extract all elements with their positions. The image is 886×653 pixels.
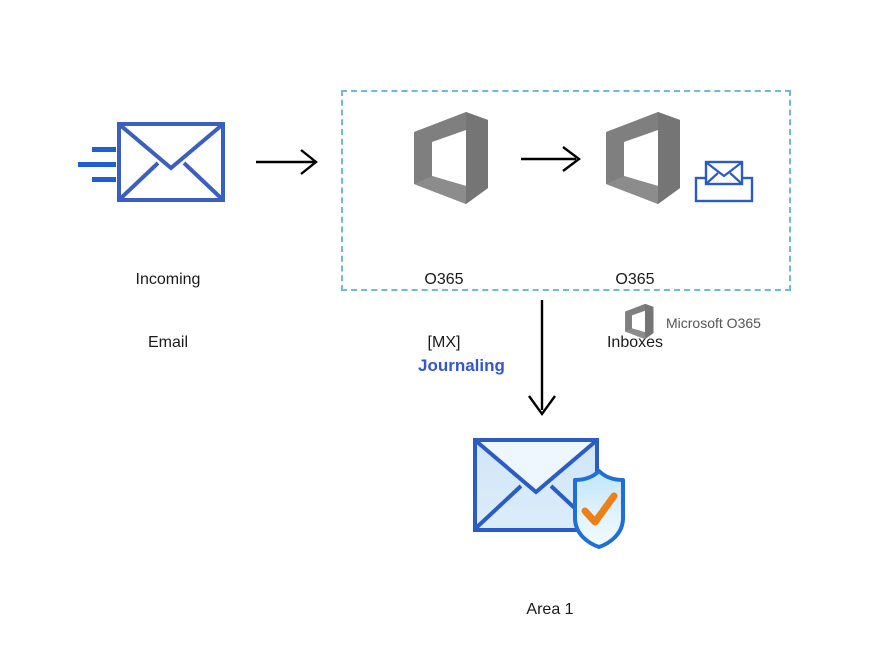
arrow-incoming-to-mx	[256, 145, 322, 179]
legend-office-365-icon	[622, 303, 655, 340]
envelope-icon	[117, 122, 225, 202]
microsoft-o365-zone	[341, 90, 791, 291]
area1-label: Area 1 email security	[460, 557, 640, 653]
incoming-email-label: Incoming Email	[98, 227, 238, 395]
legend-label-microsoft-o365: Microsoft O365	[666, 315, 761, 331]
o365-inboxes-label-line-1: O365	[615, 271, 655, 288]
motion-lines-icon	[78, 140, 120, 190]
inbox-tray-icon	[694, 160, 754, 204]
o365-mx-label-line-2: [MX]	[427, 334, 461, 351]
o365-inboxes-label-line-2: Inboxes	[606, 334, 664, 351]
o365-mx-label-line-1: O365	[424, 271, 464, 288]
journaling-connector-label: Journaling	[418, 356, 505, 375]
office-365-icon-inboxes	[598, 110, 684, 206]
incoming-email-label-line-1: Incoming	[135, 271, 201, 288]
o365-inboxes-label: O365 Inboxes	[572, 227, 698, 395]
incoming-email-label-line-2: Email	[147, 334, 188, 351]
arrow-inboxes-to-area1	[524, 300, 560, 420]
o365-mx-label: O365 [MX]	[381, 227, 507, 395]
area1-label-line-1: Area 1	[526, 601, 574, 618]
office-365-icon-mx	[406, 110, 492, 206]
secure-email-shield-icon	[472, 437, 632, 549]
arrow-mx-to-inboxes	[521, 143, 585, 177]
